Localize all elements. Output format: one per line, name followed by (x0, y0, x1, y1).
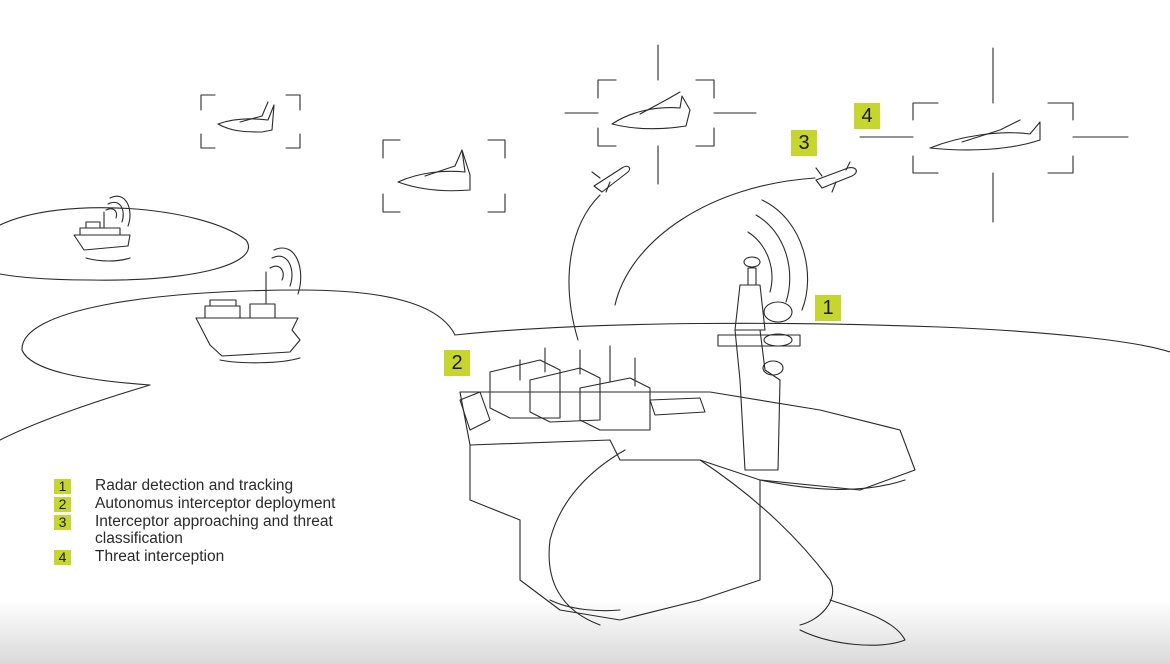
legend-label: Radar detection and tracking (95, 477, 294, 494)
legend-item: 3 Interceptor approaching and threat cla… (54, 513, 454, 547)
launch-arc-left (568, 194, 601, 341)
legend-label: Autonomus interceptor deployment (95, 495, 336, 512)
legend-number: 1 (54, 479, 71, 494)
legend-number: 4 (54, 550, 71, 565)
radar-waves-icon (747, 199, 809, 311)
legend-number: 2 (54, 497, 71, 512)
target-drone-1-icon (200, 94, 301, 149)
bottom-gradient (0, 600, 1170, 664)
step-badge-deployment: 2 (444, 350, 470, 376)
main-vessel-icon (459, 256, 916, 646)
legend: 1 Radar detection and tracking 2 Autonom… (54, 477, 454, 566)
legend-item: 4 Threat interception (54, 548, 454, 565)
legend-number: 3 (54, 515, 71, 530)
patrol-vessel-mid-icon (195, 247, 302, 364)
coverage-zone-far (0, 207, 249, 281)
launcher-pods-icon (459, 345, 651, 431)
step-badge-approach: 3 (791, 130, 817, 156)
coverage-zone-mid (0, 289, 456, 441)
horizon-line (454, 322, 1170, 353)
patrol-vessel-far-icon (73, 195, 131, 262)
target-drone-4-icon (859, 47, 1129, 223)
legend-item: 1 Radar detection and tracking (54, 477, 454, 494)
step-badge-interception: 4 (854, 103, 880, 129)
interceptor-2-icon (815, 161, 857, 193)
legend-label: Threat interception (95, 548, 225, 565)
legend-item: 2 Autonomus interceptor deployment (54, 495, 454, 512)
interceptor-1-icon (591, 165, 631, 193)
launch-arc-right (614, 177, 816, 306)
step-badge-radar: 1 (815, 295, 841, 321)
legend-label: Interceptor approaching and threat class… (95, 513, 333, 547)
target-drone-2-icon (382, 139, 506, 213)
target-drone-3-icon (564, 44, 757, 185)
